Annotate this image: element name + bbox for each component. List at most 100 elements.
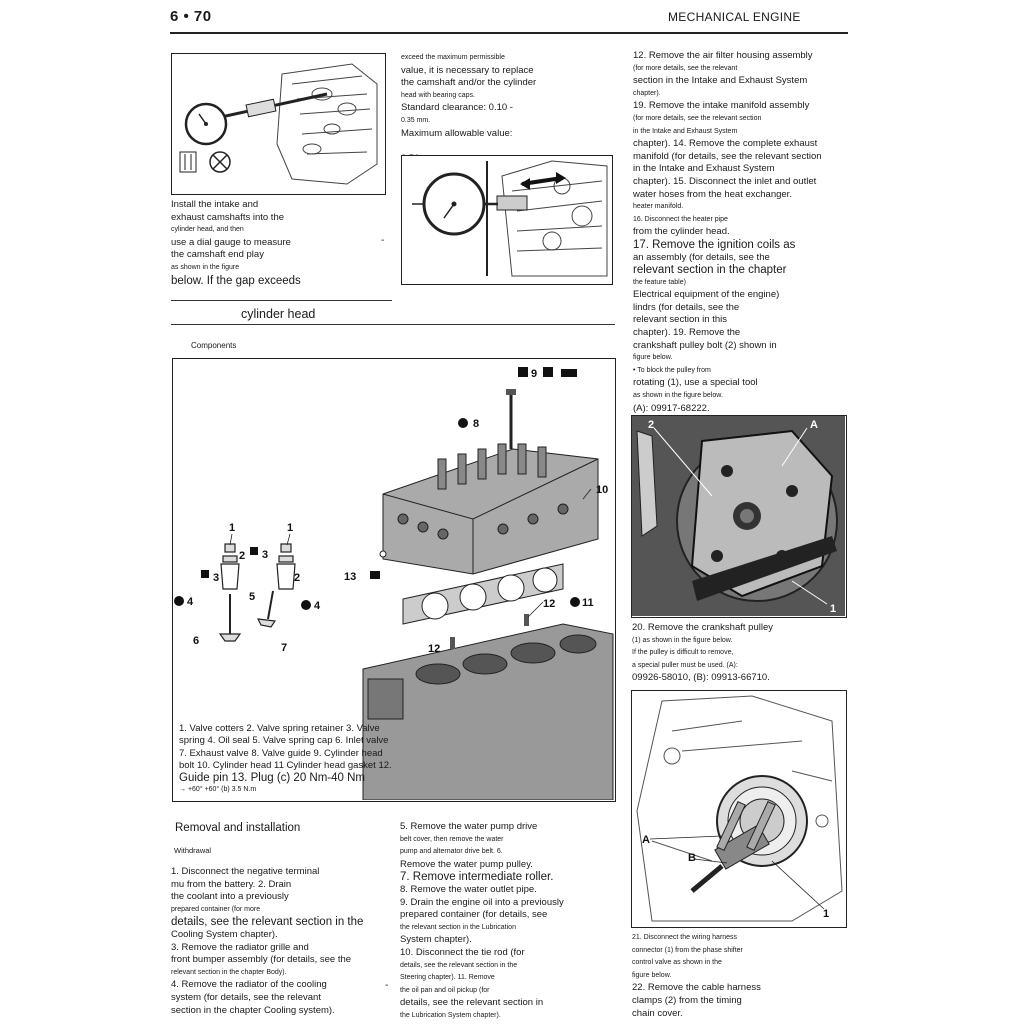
- text-line: [401, 140, 621, 153]
- puller-label-a: A: [642, 834, 650, 846]
- text-line: 7. Remove intermediate roller.: [400, 871, 554, 884]
- text-line: water hoses from the heat exchanger.: [633, 188, 792, 200]
- label-1a: 1: [229, 522, 235, 534]
- pulley-label-a: A: [810, 419, 818, 431]
- label-4a: 4: [187, 596, 194, 608]
- text-line: as shown in the figure: [171, 263, 240, 271]
- label-6: 6: [193, 635, 199, 647]
- removal-title: Removal and installation: [175, 822, 301, 834]
- text-line: figure below.: [633, 354, 673, 362]
- label-1b: 1: [287, 522, 293, 534]
- text-line: front bumper assembly (for details, see …: [171, 954, 352, 966]
- text-line: chapter). 14. Remove the complete exhaus…: [633, 138, 818, 150]
- text-line: Electrical equipment of the engine): [633, 289, 780, 301]
- removal-subtitle: Withdrawal: [174, 846, 212, 855]
- text-line: in the Intake and Exhaust System: [633, 127, 738, 135]
- label-7: 7: [281, 642, 287, 654]
- text-line: (1) as shown in the figure below.: [632, 636, 733, 644]
- text-line: in the Intake and Exhaust System: [633, 163, 775, 175]
- text-line: exceed the maximum permissible: [401, 54, 505, 61]
- text-line: mu from the battery. 2. Drain: [171, 878, 292, 890]
- text-line: exhaust camshafts into the: [171, 211, 285, 223]
- col3-mid-text: 20. Remove the crankshaft pulley (1) as s…: [632, 622, 847, 685]
- label-2b: 2: [294, 572, 300, 584]
- text-line: prepared container (for more: [171, 905, 261, 913]
- section-rule-top: [171, 300, 392, 301]
- text-line: 17. Remove the ignition coils as: [633, 238, 796, 251]
- text-line: section in the Intake and Exhaust System: [633, 75, 808, 87]
- col3-bottom-text: 21. Disconnect the wiring harness connect…: [632, 932, 847, 1020]
- label-4b: 4: [314, 600, 321, 612]
- puller-label-b: B: [688, 852, 696, 864]
- text-line: Cooling System chapter).: [171, 928, 278, 940]
- chapter-title: MECHANICAL ENGINE: [668, 10, 801, 24]
- text-line: 0.35 mm.: [401, 116, 431, 124]
- label-3b: 3: [262, 549, 268, 561]
- text-line: clamps (2) from the timing: [632, 994, 742, 1006]
- label-9: 9: [531, 368, 537, 380]
- text-line: a special puller must be used. (A):: [632, 661, 738, 669]
- text-line: the oil pan and oil pickup (for: [400, 986, 490, 994]
- label-12b: 12: [428, 643, 440, 655]
- section-title-cylinder-head: cylinder head: [241, 307, 316, 321]
- text-line: 3. Remove the radiator grille and: [171, 941, 309, 953]
- label-2a: 2: [239, 550, 245, 562]
- text-line: • To block the pulley from: [633, 366, 711, 374]
- pulley-holder-illustration: A 2 1: [632, 416, 845, 616]
- figure-camshaft-endplay-2: [401, 155, 613, 285]
- figure-caption: 1. Valve cotters 2. Valve spring retaine…: [179, 723, 609, 797]
- text-line: lindrs (for details, see the: [633, 301, 740, 313]
- text-line: 20. Remove the crankshaft pulley: [632, 622, 773, 633]
- text-line: cylinder head, and then: [171, 226, 244, 234]
- text-line: → +60° +60° (b) 3.5 N.m: [179, 786, 257, 794]
- page-number: 6 • 70: [170, 8, 212, 25]
- text-line: relevant section in this: [633, 314, 727, 326]
- text-line: use a dial gauge to measure: [171, 236, 291, 248]
- figure-crankshaft-pulley-hold: A 2 1: [631, 415, 847, 618]
- puller-label-1: 1: [823, 908, 829, 920]
- text-line: 8. Remove the water outlet pipe.: [400, 883, 537, 895]
- text-line: section in the chapter Cooling system).: [171, 1004, 335, 1016]
- text-line: manifold (for details, see the relevant …: [633, 150, 822, 162]
- text-line: Steering chapter). 11. Remove: [400, 974, 495, 982]
- label-13: 13: [344, 571, 356, 583]
- text-line: spring 4. Oil seal 5. Valve spring cap 6…: [179, 735, 389, 747]
- text-line: Remove the water pump pulley.: [400, 858, 533, 870]
- text-line: 21. Disconnect the wiring harness: [632, 934, 738, 941]
- text-line: connector (1) from the phase shifter: [632, 946, 743, 954]
- label-8: 8: [473, 418, 479, 430]
- text-line: the camshaft and/or the cylinder: [401, 77, 537, 89]
- text-line: 22. Remove the cable harness: [632, 982, 761, 994]
- text-line: details, see the relevant section in: [400, 997, 544, 1009]
- figure-camshaft-endplay-1: [171, 53, 386, 195]
- label-3a: 3: [213, 572, 219, 584]
- text-line: prepared container (for details, see: [400, 909, 548, 921]
- text-line: Install the intake and: [171, 199, 259, 210]
- text-line: Maximum allowable value:: [401, 127, 513, 139]
- text-line: figure below.: [632, 971, 672, 979]
- text-line: System chapter).: [400, 934, 472, 946]
- text-line: relevant section in the chapter Body).: [171, 968, 287, 976]
- text-line: the relevant section in the Lubrication: [400, 923, 516, 931]
- text-line: the Lubrication System chapter).: [400, 1011, 501, 1019]
- text-line: as shown in the figure below.: [633, 392, 723, 400]
- text-line: 12. Remove the air filter housing assemb…: [633, 50, 813, 61]
- text-line: (A): 09917-68222.: [633, 402, 710, 414]
- text-line: the coolant into a previously: [171, 891, 289, 903]
- text-line: 16. Disconnect the heater pipe: [633, 215, 728, 223]
- hyphen-mark-2: -: [385, 980, 389, 991]
- text-line: 5. Remove the water pump drive: [400, 821, 538, 832]
- figure-cylinder-head-components: 1 1 2 2 3 3 4 4 5 6 7 8 9 10 11 12 12 13…: [172, 358, 616, 802]
- text-line: chapter).: [633, 89, 661, 97]
- label-10: 10: [596, 484, 608, 496]
- figure-crankshaft-pulley-puller: A B 1: [631, 690, 847, 928]
- text-line: crankshaft pulley bolt (2) shown in: [633, 339, 777, 351]
- hyphen-mark: -: [381, 235, 385, 246]
- text-line: 9. Drain the engine oil into a previousl…: [400, 896, 564, 908]
- text-line: If the pulley is difficult to remove,: [632, 649, 734, 657]
- puller-illustration: A B 1: [636, 695, 843, 922]
- label-11: 11: [582, 597, 594, 609]
